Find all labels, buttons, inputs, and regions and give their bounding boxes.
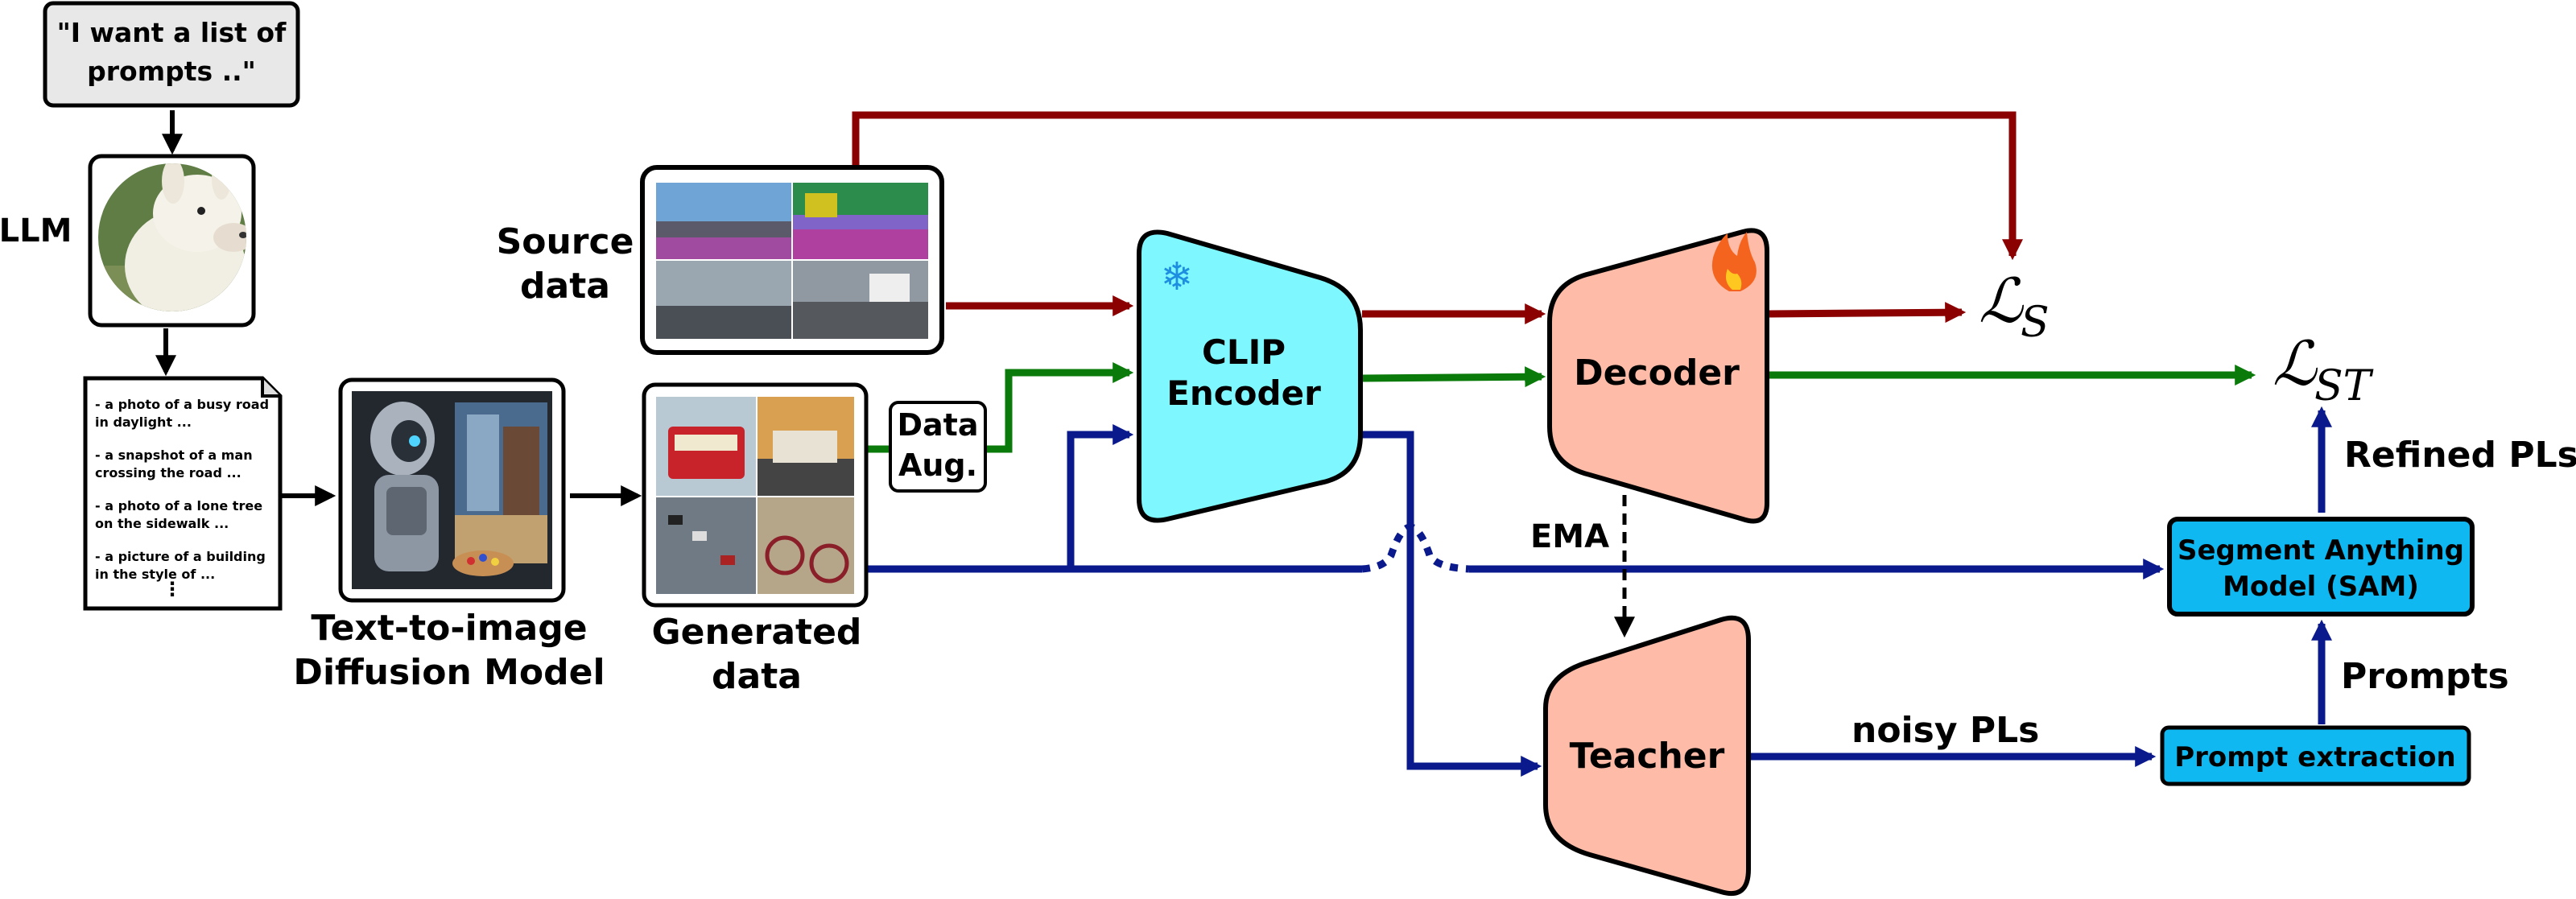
prompts-label: Prompts [2341,656,2509,697]
generated-images-grid-icon [656,397,854,594]
source-top-loop-arrow [852,111,2023,261]
source-label-line-2: data [520,266,610,307]
left-column-arrows [155,110,642,506]
prompt-request-box: "I want a list of prompts .." [43,1,300,108]
crossing-hop [1361,523,1470,573]
loss-st-symbol: ℒ [2273,328,2318,399]
loss-source-subscript: S [2021,299,2050,347]
encoder-label-line-2: Encoder [1166,373,1321,413]
prompt-item-line: - a photo of a lone tree [95,498,262,513]
source-label-line-1: Source [497,221,634,262]
source-data-box [640,165,944,355]
llm-label: LLM [0,212,72,249]
prompt-item-line: on the sidewalk ... [95,516,229,531]
encoder-to-teacher-arrow [1362,431,1542,777]
diffusion-label-line-2: Diffusion Model [293,652,605,693]
prompt-list: - a photo of a busy road in daylight ... -… [95,397,269,582]
noisy-pls-label: noisy PLs [1852,710,2039,751]
decoder: Decoder [1547,228,1769,524]
sam-label-line-1: Segment Anything [2178,534,2464,567]
prompt-item-line: crossing the road ... [95,465,242,480]
decoder-to-ls-arrow [1769,302,1967,324]
prompt-request-line-2: prompts .." [87,56,256,87]
data-aug-line-2: Aug. [898,447,977,483]
prompt-request-line-1: "I want a list of [57,17,287,48]
llama-icon [98,163,246,311]
prompt-extraction-box: Prompt extraction [2160,725,2471,786]
driving-scene-grid-icon [656,183,928,339]
loss-self-training: ℒ ST [2273,328,2374,410]
snowflake-icon: ❄ [1161,254,1193,299]
data-aug-line-1: Data [898,407,979,443]
prompt-extraction-label: Prompt extraction [2174,741,2455,773]
teacher-label: Teacher [1570,736,1725,777]
generated-path-arrows [868,406,2332,777]
robot-painter-icon [352,391,552,589]
encoder-to-decoder-green-arrow [1361,366,1546,388]
prompts-document: - a photo of a busy road in daylight ... -… [83,376,283,611]
generated-to-encoder-arrow [1067,424,1134,569]
refined-pls-label: Refined PLs [2344,435,2576,476]
teacher: Teacher [1543,615,1751,896]
fire-icon [1711,232,1757,291]
clip-encoder: ❄ CLIP Encoder [1137,229,1363,523]
loss-source: ℒ S [1979,265,2050,347]
prompt-ellipsis: ⋮ [163,578,182,600]
generated-label-line-2: data [712,656,802,697]
prompt-item-line: in daylight ... [95,414,192,430]
llm-box [88,154,256,328]
sam-label-line-2: Model (SAM) [2223,571,2419,603]
data-aug-box: Data Aug. [889,401,987,493]
decoder-label: Decoder [1574,353,1740,394]
encoder-label-line-1: CLIP [1202,332,1286,372]
prompt-item-line: - a photo of a busy road [95,397,269,412]
augmented-path-arrows [868,362,2256,453]
aug-to-encoder-arrow [985,362,1134,453]
prompt-item-line: in the style of ... [95,567,215,582]
diffusion-label-line-1: Text-to-image [311,608,587,649]
prompt-item-line: - a picture of a building [95,549,266,564]
sam-box: Segment Anything Model (SAM) [2167,517,2475,617]
loss-source-symbol: ℒ [1979,265,2025,336]
diffusion-model-box [338,377,566,603]
prompt-item-line: - a snapshot of a man [95,447,253,463]
ema-label: EMA [1530,518,1609,555]
generated-data-box [642,382,869,608]
loss-st-subscript: ST [2314,362,2374,410]
generated-label-line-1: Generated [652,612,862,653]
source-path-arrows [852,111,2023,324]
